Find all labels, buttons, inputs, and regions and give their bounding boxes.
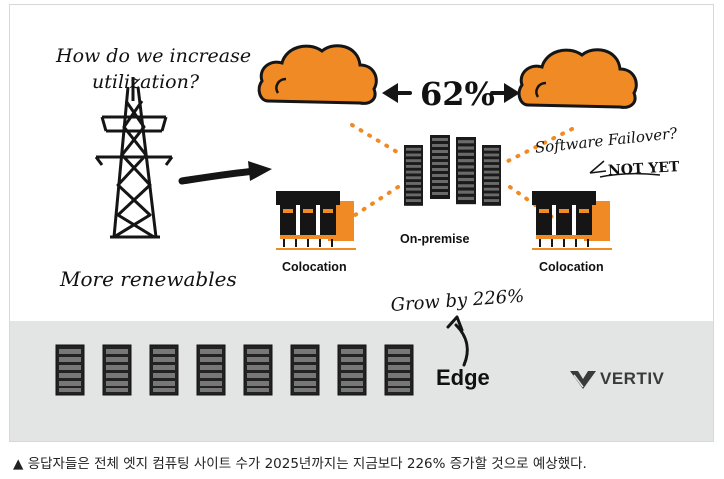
question-line-1: How do we increase [56, 45, 252, 67]
renewables-text: More renewables [60, 267, 237, 291]
edge-label: Edge [436, 365, 490, 390]
edge-server-icon [384, 344, 414, 396]
brand-name: VERTIV [600, 369, 665, 388]
diagram-graphics [94, 44, 661, 389]
edge-server-icon [149, 344, 179, 396]
tower-arrow-icon [178, 161, 272, 185]
dotted-connectors [350, 123, 574, 219]
edge-server-icon [196, 344, 226, 396]
cloud-double-arrow-icon [382, 83, 520, 103]
failover-underline [599, 172, 661, 178]
colocation-right-label: Colocation [539, 260, 604, 274]
caption-marker-icon: ▲ [13, 456, 24, 472]
caption: ▲ 응답자들은 전체 엣지 컴퓨팅 사이트 수가 2025년까지는 지금보다 2… [13, 452, 587, 472]
vertiv-logo-icon [570, 371, 596, 389]
growth-arrow-icon [446, 315, 469, 367]
failover-arrow-icon [589, 160, 607, 174]
cloud-percent: 62% [420, 75, 495, 113]
caption-text: 응답자들은 전체 엣지 컴퓨팅 사이트 수가 2025년까지는 지금보다 226… [27, 456, 587, 472]
power-tower-icon [94, 77, 174, 239]
edge-server-icon [290, 344, 320, 396]
edge-server-icon [243, 344, 273, 396]
edge-server-icon [102, 344, 132, 396]
edge-server-icon [55, 344, 85, 396]
edge-server-icon [337, 344, 367, 396]
onpremise-label: On-premise [400, 232, 470, 246]
colocation-left-label: Colocation [282, 260, 347, 274]
question-line-2: utilization? [92, 71, 200, 93]
diagram-frame: How do we increase utilization? More ren… [9, 4, 714, 442]
